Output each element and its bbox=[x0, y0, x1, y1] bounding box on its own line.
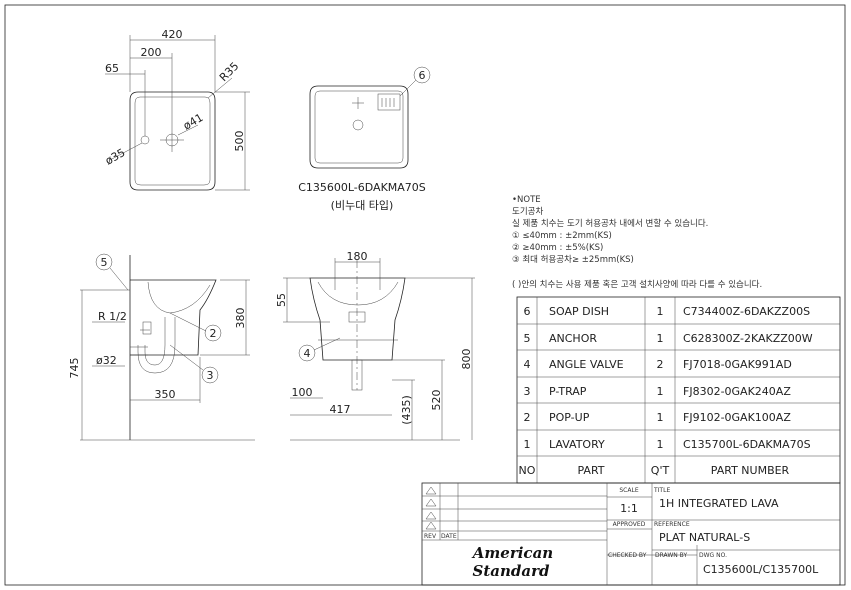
title-block: REV DATE SCALE 1:1 APPROVED TITLE 1H INT… bbox=[421, 482, 841, 586]
table-row: 5 ANCHOR 1 C628300Z-2KAKZZ00W bbox=[524, 332, 813, 345]
note-heading: •NOTE bbox=[512, 195, 541, 205]
cell-no: 5 bbox=[524, 332, 531, 345]
scale-label: SCALE bbox=[619, 487, 638, 494]
cell-no: 2 bbox=[524, 411, 531, 424]
top-view: 420 200 65 R35 500 ø41 ø35 bbox=[103, 28, 250, 191]
dim-tap-spacing: 180 bbox=[347, 250, 368, 263]
cell-number: FJ8302-0GAK240AZ bbox=[683, 385, 791, 398]
table-row: 3 P-TRAP 1 FJ8302-0GAK240AZ bbox=[524, 385, 792, 398]
note-line: ② ≥40mm : ±5%(KS) bbox=[512, 243, 603, 253]
title-value: 1H INTEGRATED LAVA bbox=[659, 497, 779, 510]
dim-rim: 55 bbox=[275, 293, 288, 307]
scale-value: 1:1 bbox=[620, 502, 638, 515]
dim-trap: (435) bbox=[400, 395, 413, 425]
dim-center: 200 bbox=[141, 46, 162, 59]
cell-part: ANGLE VALVE bbox=[549, 358, 624, 371]
cell-qty: 1 bbox=[657, 305, 664, 318]
cell-part: POP-UP bbox=[549, 411, 590, 424]
balloon-3: 3 bbox=[207, 369, 214, 382]
dim-overflow: ø35 bbox=[103, 146, 127, 168]
header-part-number: PART NUMBER bbox=[711, 464, 790, 477]
balloon-4: 4 bbox=[304, 347, 311, 360]
dim-radius: R35 bbox=[217, 60, 241, 84]
header-qty: Q'T bbox=[651, 464, 670, 477]
cell-part: P-TRAP bbox=[549, 385, 587, 398]
front-view: 4 180 55 800 520 (435) 100 417 bbox=[275, 250, 475, 441]
notes: •NOTE 도기공차 실 제품 치수는 도기 허용공차 내에서 변할 수 있습니… bbox=[512, 195, 762, 290]
balloon-2: 2 bbox=[210, 327, 217, 340]
soap-dish-view: 6 C135600L-6DAKMA70S (비누대 타입) bbox=[298, 66, 431, 212]
dim-thread: R 1/2 bbox=[98, 310, 127, 323]
dim-bottom: 520 bbox=[430, 390, 443, 411]
dim-overall: 800 bbox=[460, 349, 473, 370]
cell-no: 6 bbox=[524, 305, 531, 318]
brand-logo: American bbox=[471, 544, 553, 562]
rev-label: REV bbox=[424, 533, 437, 540]
cell-part: LAVATORY bbox=[549, 438, 605, 451]
note-line: ③ 최대 허용공차≥ ±25mm(KS) bbox=[512, 254, 634, 265]
cell-number: FJ7018-0GAK991AD bbox=[683, 358, 792, 371]
drawn-by-label: DRAWN BY bbox=[655, 552, 687, 559]
cell-part: SOAP DISH bbox=[549, 305, 609, 318]
note-line: 도기공차 bbox=[512, 207, 543, 217]
dim-offset: 65 bbox=[105, 62, 119, 75]
dim-pipe: ø32 bbox=[96, 354, 117, 367]
cell-number: C628300Z-2KAKZZ00W bbox=[683, 332, 813, 345]
cell-qty: 2 bbox=[657, 358, 664, 371]
brand-logo: Standard bbox=[473, 562, 550, 580]
header-part: PART bbox=[577, 464, 604, 477]
header-no: NO bbox=[519, 464, 536, 477]
table-row: 1 LAVATORY 1 C135700L-6DAKMA70S bbox=[524, 438, 811, 451]
cell-part: ANCHOR bbox=[549, 332, 597, 345]
model-label: C135600L-6DAKMA70S bbox=[298, 181, 426, 194]
cell-no: 3 bbox=[524, 385, 531, 398]
balloon-5: 5 bbox=[101, 256, 108, 269]
dim-projection: 350 bbox=[155, 388, 176, 401]
cell-no: 4 bbox=[524, 358, 531, 371]
dim-front-width: 417 bbox=[330, 403, 351, 416]
cell-qty: 1 bbox=[657, 411, 664, 424]
table-row: 6 SOAP DISH 1 C734400Z-6DAKZZ00S bbox=[524, 305, 811, 318]
cell-number: FJ9102-0GAK100AZ bbox=[683, 411, 791, 424]
dim-basin-height: 380 bbox=[234, 308, 247, 329]
note-line: ① ≤40mm : ±2mm(KS) bbox=[512, 231, 612, 241]
table-row: 2 POP-UP 1 FJ9102-0GAK100AZ bbox=[524, 411, 792, 424]
reference-label: REFERENCE bbox=[654, 521, 690, 528]
side-view: 5 2 3 745 380 350 R 1/2 ø32 bbox=[68, 253, 255, 441]
dwg-no-label: DWG NO. bbox=[699, 552, 727, 559]
revision-triangles bbox=[425, 486, 437, 530]
approved-label: APPROVED bbox=[613, 521, 646, 528]
cell-number: C135700L-6DAKMA70S bbox=[683, 438, 811, 451]
dwg-no-value: C135600L/C135700L bbox=[703, 563, 819, 576]
dim-valve: 100 bbox=[292, 386, 313, 399]
cell-number: C734400Z-6DAKZZ00S bbox=[683, 305, 810, 318]
note-line: ( )안의 치수는 사용 제품 혹은 고객 설치사양에 따라 다를 수 있습니다… bbox=[512, 279, 762, 290]
dim-depth: 500 bbox=[233, 131, 246, 152]
cell-qty: 1 bbox=[657, 332, 664, 345]
checked-by-label: CHECKED BY bbox=[608, 552, 647, 559]
dim-drain: ø41 bbox=[181, 111, 205, 133]
cell-qty: 1 bbox=[657, 438, 664, 451]
title-label: TITLE bbox=[653, 487, 670, 494]
reference-value: PLAT NATURAL-S bbox=[659, 531, 750, 544]
date-label: DATE bbox=[441, 533, 457, 540]
note-line: 실 제품 치수는 도기 허용공차 내에서 변할 수 있습니다. bbox=[512, 218, 708, 229]
dim-total-height: 745 bbox=[68, 358, 81, 379]
cell-no: 1 bbox=[524, 438, 531, 451]
balloon-6: 6 bbox=[419, 69, 426, 82]
model-subtitle: (비누대 타입) bbox=[331, 199, 394, 212]
table-row: 4 ANGLE VALVE 2 FJ7018-0GAK991AD bbox=[524, 358, 792, 371]
dim-width: 420 bbox=[162, 28, 183, 41]
cell-qty: 1 bbox=[657, 385, 664, 398]
